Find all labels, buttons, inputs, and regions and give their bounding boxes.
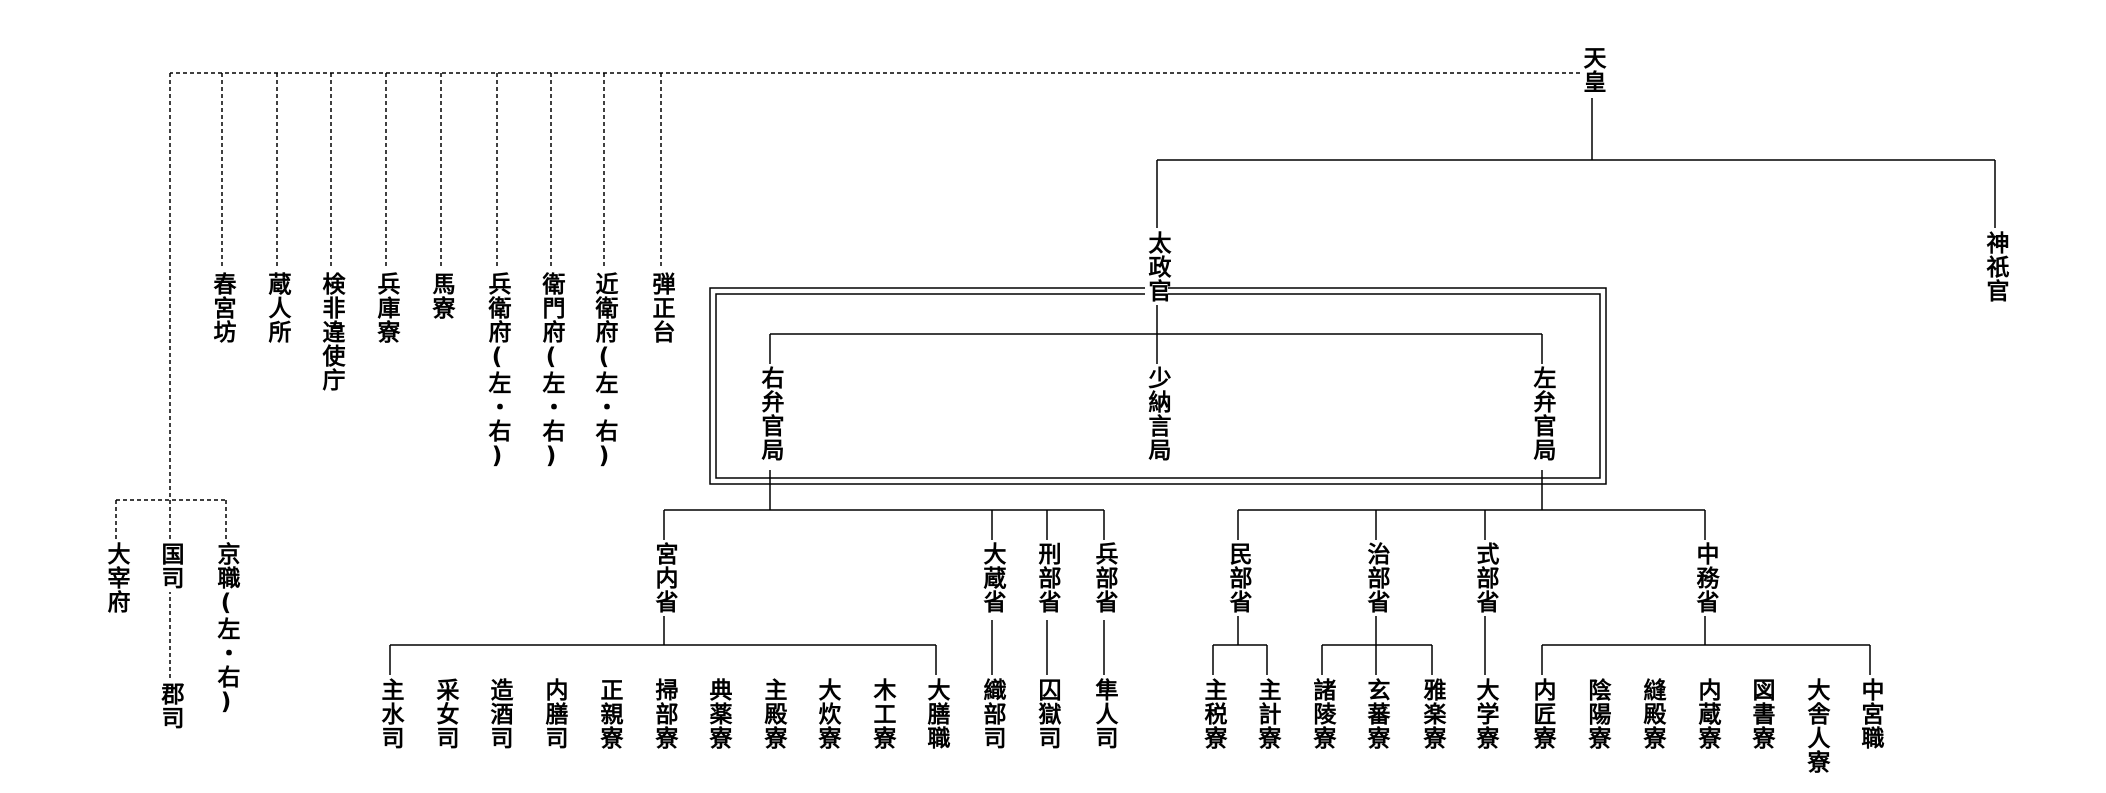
node-kebiishi: 検非違使庁 [318, 270, 344, 394]
node-daijokan: 太政官 [1144, 229, 1170, 305]
node-nakatsukasa: 中務省 [1692, 540, 1718, 616]
node-hyogo: 兵庫寮 [373, 270, 399, 346]
node-shukei: 主計寮 [1254, 676, 1280, 752]
node-gagaku: 雅楽寮 [1419, 676, 1445, 752]
node-uneme: 采女司 [432, 676, 458, 752]
node-nuidono: 縫殿寮 [1639, 676, 1665, 752]
node-kyoshiki: 京職(左・右) [213, 540, 239, 718]
node-moku: 木工寮 [869, 676, 895, 752]
node-hyobusho: 兵部省 [1091, 540, 1117, 616]
node-tenyaku: 典薬寮 [705, 676, 731, 752]
node-gyobusho: 刑部省 [1034, 540, 1060, 616]
node-sabenkan: 左弁官局 [1529, 364, 1555, 464]
node-chugu: 中宮職 [1857, 676, 1883, 752]
node-shikibusho: 式部省 [1472, 540, 1498, 616]
node-emperor: 天皇 [1579, 44, 1605, 96]
node-oribe: 織部司 [979, 676, 1005, 752]
node-naizen: 内膳司 [541, 676, 567, 752]
node-gunji: 郡司 [157, 680, 183, 732]
node-genba: 玄蕃寮 [1363, 676, 1389, 752]
node-emonfu: 衛門府(左・右) [538, 270, 564, 472]
node-kura: 内蔵寮 [1694, 676, 1720, 752]
node-zoshu: 造酒司 [486, 676, 512, 752]
node-kunaisho: 宮内省 [651, 540, 677, 616]
node-tonomo: 主殿寮 [760, 676, 786, 752]
node-jibusho: 治部省 [1363, 540, 1389, 616]
node-jingikan: 神祇官 [1982, 229, 2008, 305]
node-minbusho: 民部省 [1225, 540, 1251, 616]
node-dazaifu: 大宰府 [103, 540, 129, 616]
node-otoneri: 大舎人寮 [1803, 676, 1829, 776]
node-meryo: 馬寮 [428, 270, 454, 322]
node-hyoefu: 兵衛府(左・右) [484, 270, 510, 472]
node-kokushi: 国司 [157, 540, 183, 592]
node-goku: 囚獄司 [1034, 676, 1060, 752]
node-togubo: 春宮坊 [209, 270, 235, 346]
node-shoryo: 諸陵寮 [1309, 676, 1335, 752]
node-onmyo: 陰陽寮 [1584, 676, 1610, 752]
node-zusho: 図書寮 [1748, 676, 1774, 752]
node-kamon: 掃部寮 [651, 676, 677, 752]
node-shuzei: 主税寮 [1200, 676, 1226, 752]
node-daizen: 大膳職 [923, 676, 949, 752]
node-ubenkan: 右弁官局 [757, 364, 783, 464]
node-seishin: 正親寮 [596, 676, 622, 752]
node-okurasho: 大蔵省 [979, 540, 1005, 616]
node-kurodo: 蔵人所 [264, 270, 290, 346]
node-konoefu: 近衛府(左・右) [591, 270, 617, 472]
node-shonagon: 少納言局 [1144, 364, 1170, 464]
node-oi: 大炊寮 [814, 676, 840, 752]
node-daigaku: 大学寮 [1472, 676, 1498, 752]
node-takumi: 内匠寮 [1529, 676, 1555, 752]
node-danjodai: 弾正台 [648, 270, 674, 346]
node-shusui: 主水司 [377, 676, 403, 752]
node-hayato: 隼人司 [1091, 676, 1117, 752]
